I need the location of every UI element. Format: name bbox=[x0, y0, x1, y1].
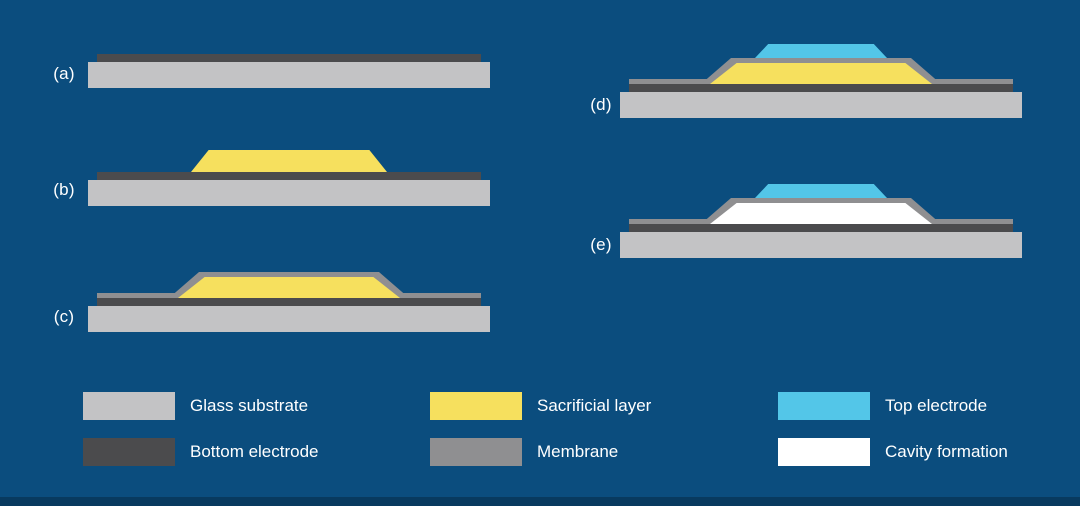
legend-label: Top electrode bbox=[885, 396, 988, 415]
step-b-diagram bbox=[88, 150, 490, 206]
legend-label: Membrane bbox=[537, 442, 619, 461]
legend-label: Glass substrate bbox=[190, 396, 309, 415]
cavity-formation-swatch bbox=[778, 438, 870, 466]
glass-substrate-swatch bbox=[83, 392, 175, 420]
bottom-electrode-layer bbox=[629, 224, 1013, 232]
glass-substrate-layer bbox=[88, 62, 490, 88]
glass-substrate-layer bbox=[88, 306, 490, 332]
glass-substrate-layer bbox=[620, 232, 1022, 258]
legend-item-bottom-electrode: Bottom electrode bbox=[83, 438, 319, 466]
step-c-diagram bbox=[88, 272, 490, 332]
step-a-diagram bbox=[88, 54, 490, 88]
step-label-e: (e) bbox=[590, 235, 612, 254]
legend-label: Bottom electrode bbox=[190, 442, 319, 461]
legend-item-top-electrode: Top electrode bbox=[778, 392, 987, 420]
glass-substrate-layer bbox=[88, 180, 490, 206]
legend-item-membrane: Membrane bbox=[430, 438, 618, 466]
bottom-electrode-swatch bbox=[83, 438, 175, 466]
top-electrode-swatch bbox=[778, 392, 870, 420]
legend-item-cavity-formation: Cavity formation bbox=[778, 438, 1008, 466]
legend-item-sacrificial-layer: Sacrificial layer bbox=[430, 392, 651, 420]
bottom-electrode-layer bbox=[97, 172, 481, 180]
legend-label: Sacrificial layer bbox=[537, 396, 652, 415]
top-electrode-layer bbox=[755, 44, 887, 58]
step-label-b: (b) bbox=[53, 180, 75, 199]
top-electrode-layer bbox=[755, 184, 887, 198]
step-label-d: (d) bbox=[590, 95, 612, 114]
sacrificial-layer-swatch bbox=[430, 392, 522, 420]
sacrificial-layer bbox=[710, 63, 932, 84]
step-label-a: (a) bbox=[53, 64, 75, 83]
step-d-diagram bbox=[620, 44, 1022, 118]
bottom-border-bar bbox=[0, 497, 1080, 506]
bottom-electrode-layer bbox=[97, 54, 481, 62]
glass-substrate-layer bbox=[620, 92, 1022, 118]
bottom-electrode-layer bbox=[97, 298, 481, 306]
sacrificial-layer bbox=[178, 277, 400, 298]
membrane-swatch bbox=[430, 438, 522, 466]
step-label-c: (c) bbox=[53, 307, 75, 326]
cavity-layer bbox=[710, 203, 932, 224]
legend-item-glass-substrate: Glass substrate bbox=[83, 392, 308, 420]
step-e-diagram bbox=[620, 184, 1022, 258]
legend-label: Cavity formation bbox=[885, 442, 1008, 461]
bottom-electrode-layer bbox=[629, 84, 1013, 92]
sacrificial-layer bbox=[191, 150, 387, 172]
